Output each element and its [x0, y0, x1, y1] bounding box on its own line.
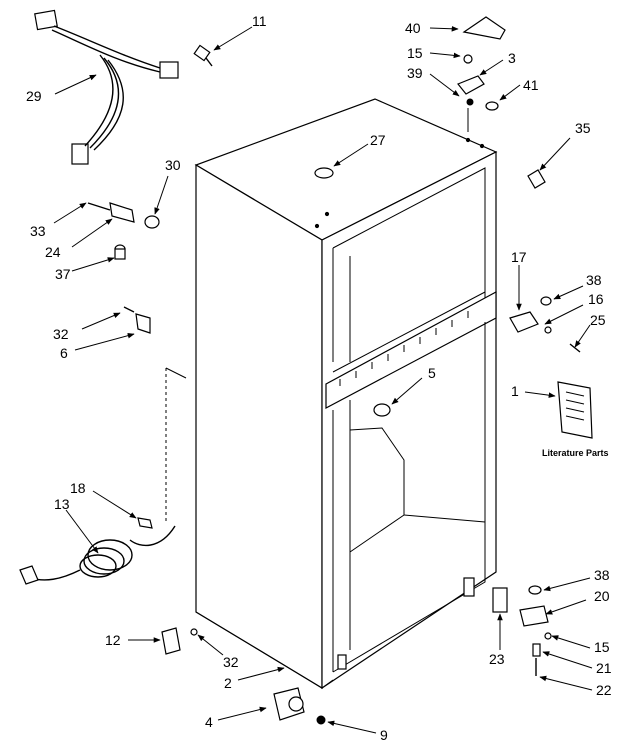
callout-20: 20: [594, 588, 610, 604]
callout-41: 41: [523, 77, 539, 93]
callout-11: 11: [252, 13, 267, 29]
callout-30: 30: [165, 157, 181, 173]
callout-1: 1: [511, 383, 519, 399]
bottom-hinge-assembly: [492, 585, 552, 676]
callout-24: 24: [45, 244, 61, 260]
top-hinge-assembly: [457, 54, 499, 132]
callout-6: 6: [60, 345, 68, 361]
callout-3: 3: [508, 50, 516, 66]
callout-38-top: 38: [586, 272, 602, 288]
hinge-cover-40-part: [462, 16, 506, 40]
plug-27-part: [314, 167, 334, 179]
callout-9: 9: [380, 727, 388, 743]
callout-4: 4: [205, 714, 213, 730]
bracket-12-part: [161, 627, 198, 655]
callout-21: 21: [596, 660, 612, 676]
wire-harness-part: [34, 9, 179, 165]
cold-control-parts: [87, 202, 160, 260]
callout-29: 29: [26, 88, 42, 104]
callout-16: 16: [588, 291, 604, 307]
callout-33: 33: [30, 223, 46, 239]
literature-parts: Literature Parts: [542, 381, 609, 458]
callout-35: 35: [575, 120, 591, 136]
screw-11-part: [193, 44, 213, 67]
callout-17: 17: [511, 249, 527, 265]
callout-32-bottom: 32: [223, 654, 239, 670]
callout-15-bottom: 15: [594, 639, 610, 655]
bracket-6-part: [123, 306, 151, 334]
literature-parts-label: Literature Parts: [542, 448, 609, 458]
callout-5: 5: [428, 365, 436, 381]
callout-38-bottom: 38: [594, 567, 610, 583]
callout-39: 39: [407, 65, 423, 81]
callout-numbers: 11 29 40 15 3 39 41 35 27 30 33 24 37 17…: [26, 13, 612, 743]
leader-lines: [53, 25, 593, 734]
callout-32-top: 32: [53, 326, 69, 342]
stop-5-part: [373, 403, 391, 417]
callout-2: 2: [224, 675, 232, 691]
callout-15-top: 15: [407, 45, 423, 61]
roller-assembly-4: [273, 687, 326, 725]
callout-13: 13: [54, 496, 70, 512]
callout-37: 37: [55, 266, 71, 282]
callout-27: 27: [370, 132, 386, 148]
leveling-leg-35-part: [527, 169, 546, 189]
callout-25: 25: [590, 312, 606, 328]
refrigerator-cabinet: [194, 98, 498, 690]
callout-23: 23: [489, 651, 505, 667]
callout-40: 40: [405, 20, 421, 36]
callout-22: 22: [596, 682, 612, 698]
callout-12: 12: [105, 632, 121, 648]
power-cord-parts: [19, 367, 187, 585]
hinge-17-parts: [509, 296, 581, 353]
callout-18: 18: [70, 480, 86, 496]
